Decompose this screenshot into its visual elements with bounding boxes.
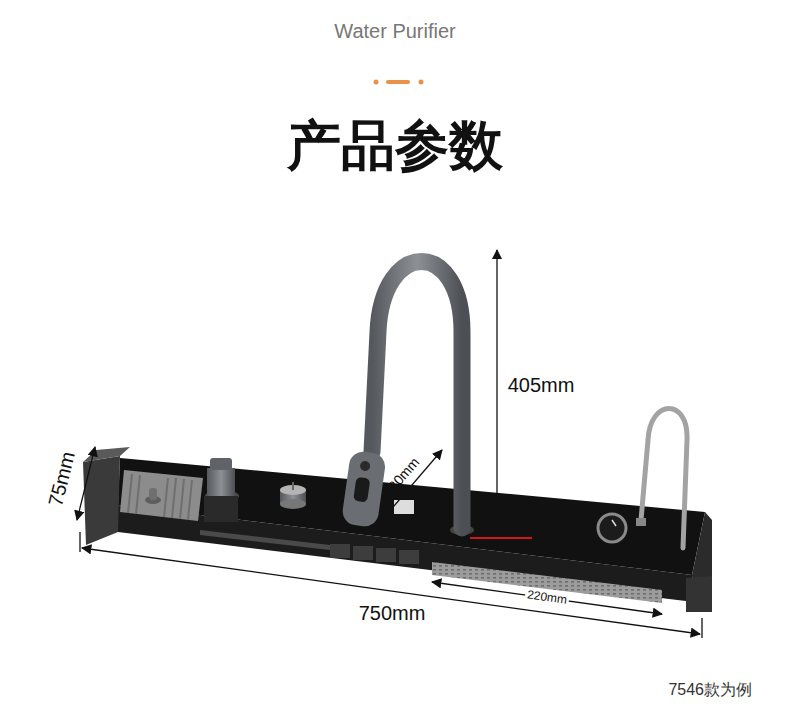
cup-rinser [128, 474, 192, 520]
page-title: 产品参数 [287, 114, 503, 176]
divider-ornament [386, 80, 410, 84]
front-controls [200, 530, 419, 564]
dimension-label: 220mm [380, 454, 423, 500]
cup-rinser [136, 475, 140, 514]
purifier-faucet [598, 514, 626, 542]
dimension-lines [77, 250, 702, 638]
purifier-faucet [636, 518, 646, 526]
caption: 7546款为例 [668, 681, 752, 699]
soap-dispenser [207, 468, 235, 496]
main-faucet [359, 460, 370, 471]
divider-ornament [419, 80, 424, 85]
purifier-faucet [641, 409, 687, 549]
sink-bar [83, 447, 130, 462]
dimension-lines [432, 582, 662, 614]
dimension-label: 750mm [359, 602, 426, 625]
dimension-label: 75mm [44, 449, 80, 508]
sink-bar [686, 576, 712, 612]
main-faucet [341, 262, 532, 539]
purifier-faucet [612, 520, 616, 526]
front-controls [399, 550, 419, 564]
cup-rinser [172, 478, 176, 518]
cup-rinser [180, 479, 184, 519]
dimension-lines [82, 548, 700, 634]
soap-dispenser [210, 458, 232, 470]
cup-rinser [149, 488, 157, 500]
main-faucet [372, 262, 462, 529]
front-controls [200, 530, 330, 550]
front-controls [330, 544, 350, 558]
cup-rinser [120, 470, 203, 521]
cup-rinser [120, 470, 203, 521]
dimension-label: 220mm [524, 588, 569, 608]
cup-rinser [188, 480, 192, 520]
dimension-lines [701, 618, 702, 638]
push-button [292, 482, 294, 490]
soap-dispenser [204, 458, 239, 522]
main-faucet [353, 477, 370, 503]
push-button [280, 482, 306, 509]
purifier-faucet [598, 409, 687, 549]
sink-bar [83, 447, 712, 612]
dimension-lines [496, 250, 497, 536]
soap-dispenser [204, 496, 238, 522]
dimension-lines [79, 532, 80, 552]
sub-heading: Water Purifier [334, 20, 456, 43]
dimension-label: 405mm [508, 374, 575, 397]
dimension-lines [77, 447, 95, 520]
divider-ornament [374, 80, 424, 85]
main-faucet [470, 537, 532, 539]
front-controls [376, 548, 396, 562]
divider-ornament [374, 80, 379, 85]
push-button [280, 499, 306, 509]
sink-bar [83, 456, 120, 545]
cup-rinser [128, 474, 132, 513]
cup-rinser [164, 478, 168, 517]
front-controls [353, 546, 373, 560]
